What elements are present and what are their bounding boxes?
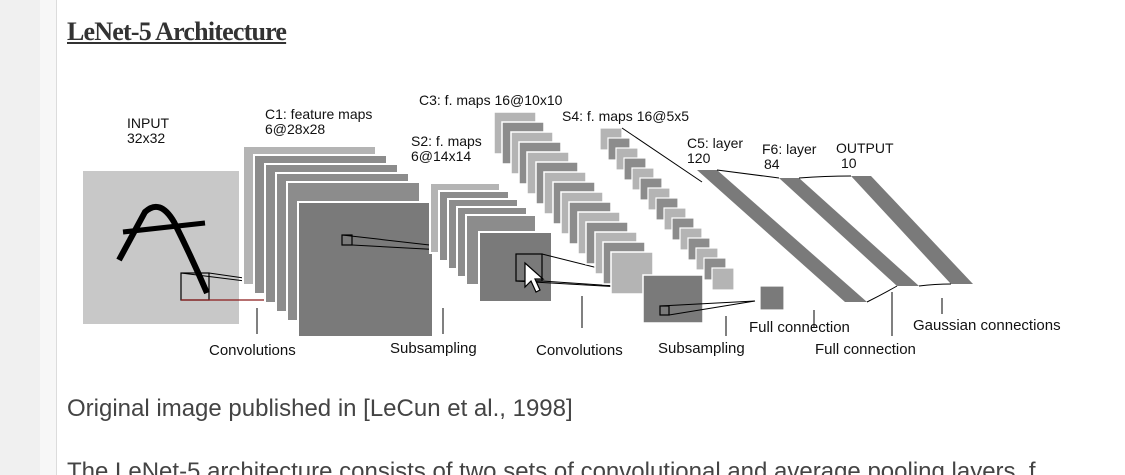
sub2-projection-line xyxy=(668,300,756,316)
op-gaussian-connections: Gaussian connections xyxy=(913,317,1061,334)
f6-size-label: 84 xyxy=(764,156,780,172)
output-layer xyxy=(851,176,973,284)
sub2-projection-line xyxy=(659,300,756,307)
section-title: LeNet-5 Architecture xyxy=(67,17,287,46)
c1-feature-map xyxy=(297,201,434,338)
output-size-label: 10 xyxy=(841,155,857,171)
op-subsampling-2: Subsampling xyxy=(658,340,745,357)
left-rail xyxy=(0,0,40,475)
c1-label: C1: feature maps xyxy=(265,106,372,122)
c5-size-label: 120 xyxy=(687,150,711,166)
c5-label: C5: layer xyxy=(687,135,743,151)
full-connection-edge xyxy=(918,283,952,287)
lenet5-diagram: INPUT 32x32 C1: feature maps 6@28x28 S2:… xyxy=(83,92,1061,359)
c1-receptive-field xyxy=(341,234,353,246)
s2-label: S2: f. maps xyxy=(411,133,482,149)
op-full-connection-1: Full connection xyxy=(749,319,850,336)
c1-size-label: 6@28x28 xyxy=(265,121,325,137)
input-letter-a-crossbar xyxy=(122,220,206,235)
image-caption: Original image published in [LeCun et al… xyxy=(67,395,573,422)
output-label: OUTPUT xyxy=(836,140,894,156)
op-subsampling-1: Subsampling xyxy=(390,340,477,357)
article-content: LeNet-5 Architecture INPUT 32x32 C1: fea… xyxy=(57,0,1125,475)
c3-label: C3: f. maps 16@10x10 xyxy=(419,92,563,108)
c5-layer xyxy=(697,170,867,302)
input-label: INPUT xyxy=(127,115,169,131)
mouse-cursor-icon xyxy=(524,261,545,293)
op-convolutions-1: Convolutions xyxy=(209,342,296,359)
f6-label: F6: layer xyxy=(762,141,817,157)
input-size-label: 32x32 xyxy=(127,130,165,146)
input-letter-a xyxy=(116,203,210,295)
full-connection-edge xyxy=(716,169,780,179)
input-image xyxy=(83,171,239,324)
s4-feature-map xyxy=(759,285,785,311)
s4-label: S4: f. maps 16@5x5 xyxy=(562,108,689,124)
s4-feature-map xyxy=(711,267,735,291)
s2-size-label: 6@14x14 xyxy=(411,148,471,164)
op-full-connection-2: Full connection xyxy=(815,341,916,358)
full-connection-edge xyxy=(798,175,852,179)
c3-feature-map xyxy=(642,274,704,324)
rail-edge xyxy=(40,0,57,475)
full-connection-edge xyxy=(866,285,898,303)
op-convolutions-2: Convolutions xyxy=(536,342,623,359)
f6-layer xyxy=(779,178,919,286)
body-paragraph: The LeNet-5 architecture consists of two… xyxy=(67,458,1036,475)
s4-projection-line xyxy=(621,127,703,183)
